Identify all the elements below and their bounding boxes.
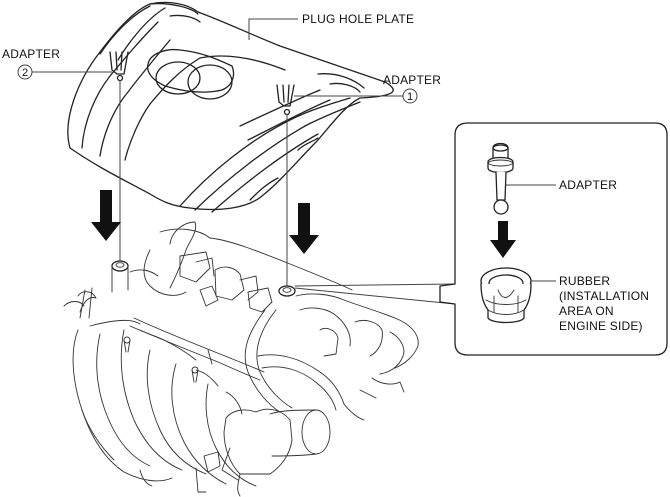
rubber-grommet-right	[278, 285, 296, 297]
detail-leader-lines	[294, 283, 456, 305]
adapter-2-number: 2	[22, 67, 28, 79]
plug-hole-plate	[67, 1, 394, 213]
detail-rubber-label-line2: (INSTALLATION	[559, 289, 649, 303]
detail-callout-box: ADAPTER RUBBER (INSTALLATION AREA ON ENG…	[439, 122, 668, 356]
rubber-grommet-left	[111, 260, 129, 293]
detail-adapter-part: ADAPTER	[487, 142, 617, 215]
detail-adapter-label: ADAPTER	[559, 178, 617, 192]
detail-arrow	[490, 221, 516, 258]
adapter-1-label: ADAPTER	[383, 73, 441, 87]
label-adapter-1: ADAPTER 1	[294, 73, 441, 104]
label-plug-hole-plate: PLUG HOLE PLATE	[248, 12, 414, 40]
detail-rubber-label-line1: RUBBER	[559, 274, 610, 288]
detail-rubber-part	[480, 267, 556, 324]
install-arrow-right	[289, 203, 319, 254]
plug-hole-plate-label: PLUG HOLE PLATE	[302, 12, 414, 26]
detail-rubber-label-line4: ENGINE SIDE)	[559, 319, 643, 333]
intake-manifold	[72, 319, 257, 487]
adapter-1-on-cover	[276, 84, 295, 288]
throttle-body	[203, 408, 331, 481]
label-adapter-2: ADAPTER 2	[2, 47, 112, 80]
adapter-2-on-cover	[109, 51, 129, 262]
adapter-1-number: 1	[407, 91, 413, 103]
adapter-2-label: ADAPTER	[2, 47, 60, 61]
install-arrow-left	[91, 190, 121, 241]
engine-assembly	[63, 221, 419, 497]
detail-rubber-label-line3: AREA ON	[559, 304, 614, 318]
